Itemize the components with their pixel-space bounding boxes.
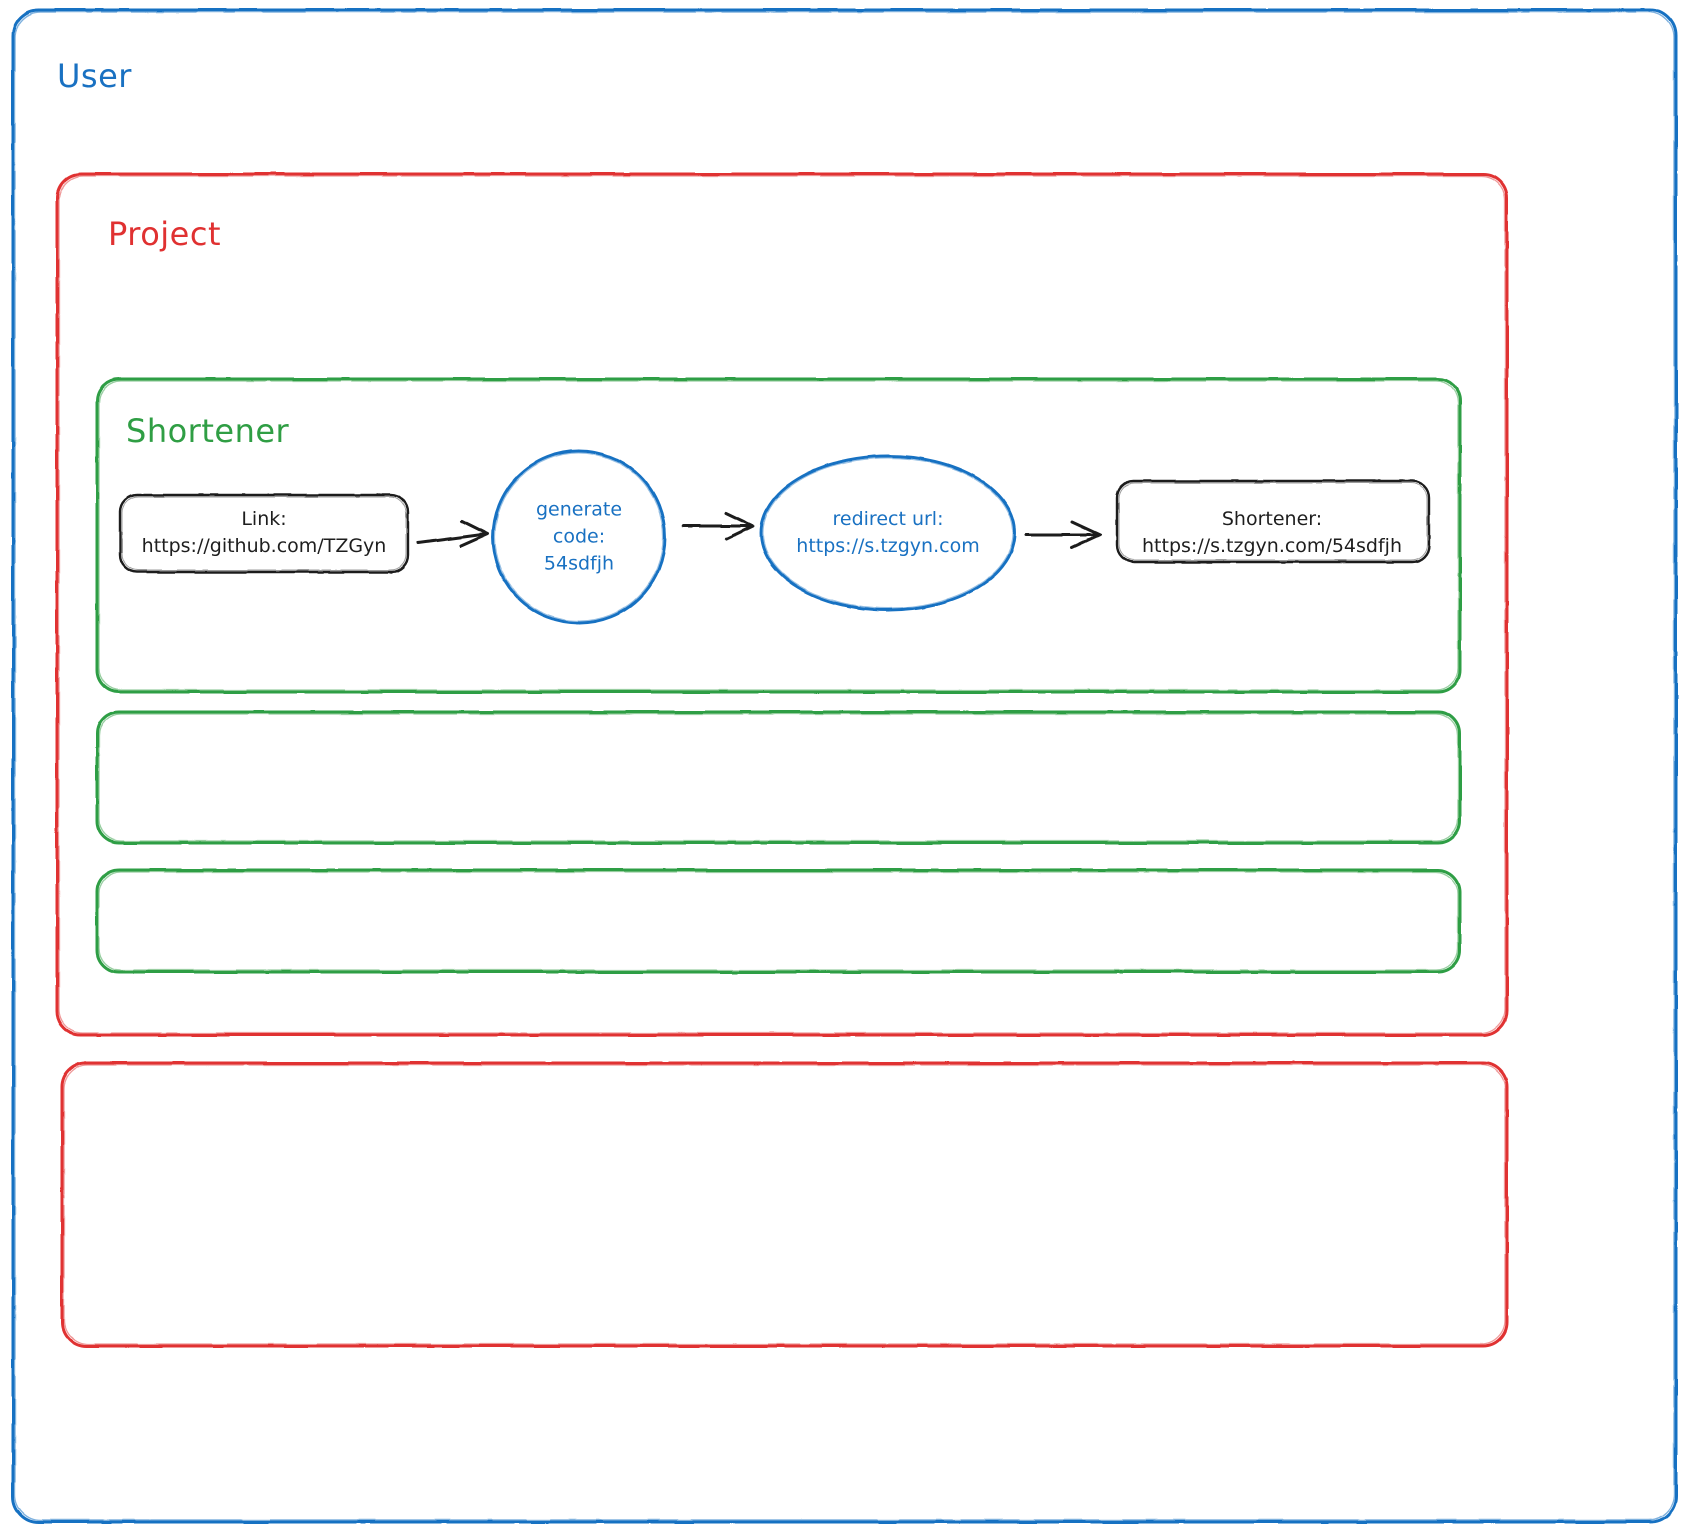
node-generate-code-shape <box>491 449 667 625</box>
container-green-empty-2[interactable] <box>97 870 1460 972</box>
node-link[interactable] <box>120 495 408 572</box>
node-generate-code-label: generate code: 54sdfjh <box>536 497 622 578</box>
container-green-empty-1-border <box>95 710 1462 845</box>
arrow-redirect-to-shortener <box>1024 520 1102 550</box>
arrow-generate-to-redirect <box>681 511 755 541</box>
node-link-line-1: Link: <box>241 508 287 531</box>
node-redirect-url[interactable] <box>761 456 1015 610</box>
node-generate-code[interactable] <box>493 451 665 623</box>
container-label-shortener: Shortener <box>126 412 290 450</box>
container-green-empty-2-border <box>95 868 1462 974</box>
container-red-empty-1-border <box>60 1061 1509 1348</box>
container-shortener-border <box>95 377 1462 694</box>
node-shortener-result[interactable] <box>1117 481 1429 562</box>
node-shortener-result-line-1: Shortener: <box>1221 508 1323 531</box>
container-green-empty-1[interactable] <box>97 712 1460 843</box>
node-generate-code-line-3: 54sdfjh <box>543 552 615 575</box>
node-generate-code-line-2: code: <box>552 525 606 548</box>
container-project-border <box>55 172 1509 1037</box>
node-shortener-result-label: Shortener: https://s.tzgyn.com/54sdfjh <box>1142 506 1402 560</box>
arrow-link-to-generate <box>416 519 490 548</box>
node-redirect-url-label: redirect url: https://s.tzgyn.com <box>796 506 979 560</box>
node-link-line-2: https://github.com/TZGyn <box>141 535 387 557</box>
node-link-shape <box>118 493 410 574</box>
container-label-project: Project <box>108 215 221 253</box>
container-red-empty-1[interactable] <box>62 1063 1507 1346</box>
node-redirect-url-line-1: redirect url: <box>832 508 944 531</box>
node-generate-code-line-1: generate <box>535 498 623 521</box>
node-redirect-url-shape <box>759 454 1017 612</box>
container-user-border <box>11 8 1678 1524</box>
node-shortener-result-line-2: https://s.tzgyn.com/54sdfjh <box>1142 535 1402 557</box>
container-label-user: User <box>57 57 132 95</box>
node-redirect-url-line-2: https://s.tzgyn.com <box>796 535 980 557</box>
node-shortener-result-shape <box>1115 479 1431 564</box>
node-link-label: Link: https://github.com/TZGyn <box>142 506 387 560</box>
